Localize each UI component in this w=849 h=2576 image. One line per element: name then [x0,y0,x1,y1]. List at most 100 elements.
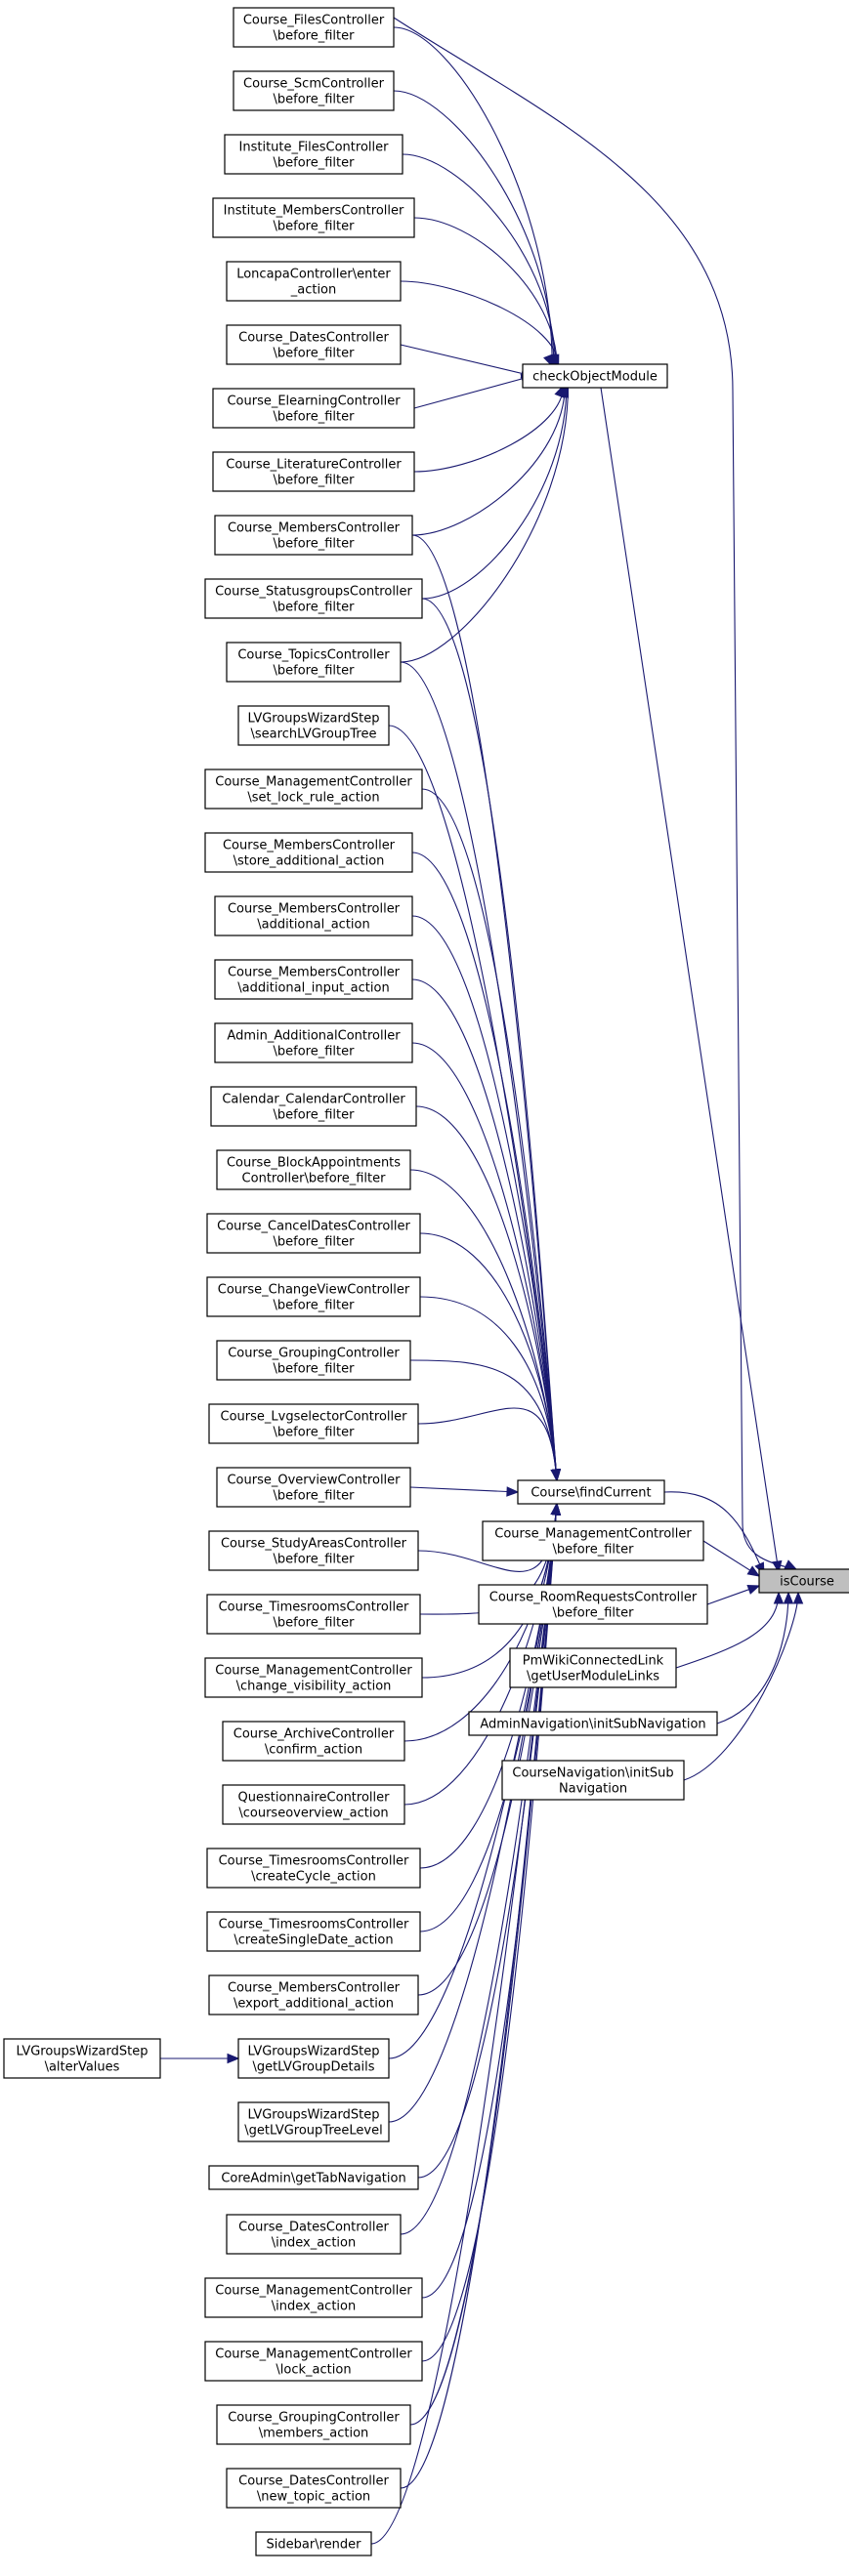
node-label: LoncapaController\enter [236,268,391,282]
node-n_loncapa[interactable]: LoncapaController\enter_action [226,261,402,302]
edge-n_mgmt_lock-to-findCurrent [421,1502,562,2362]
node-n_dates_newtopic[interactable]: Course_DatesController\new_topic_action [226,2468,402,2509]
node-n_archive[interactable]: Course_ArchiveController\confirm_action [222,1721,405,1762]
node-label: \before_filter [274,347,356,361]
node-n_members_store[interactable]: Course_MembersController\store_additiona… [204,832,413,873]
node-label: CourseNavigation\initSub [512,1766,673,1781]
edge-n_block-to-findCurrent [409,1169,562,1482]
node-n_members[interactable]: Course_MembersController\before_filter [214,515,413,556]
node-n_mgmt_bf[interactable]: Course_ManagementController\before_filte… [482,1520,704,1561]
node-n_mgmt_visibility[interactable]: Course_ManagementController\change_visib… [204,1657,423,1698]
node-label: \searchLVGroupTree [251,727,377,742]
node-label: \before_filter [274,1616,356,1631]
node-n_mgmt_lock_rule[interactable]: Course_ManagementController\set_lock_rul… [204,769,423,810]
node-label: \before_filter [274,1299,356,1313]
node-label: Course_LvgselectorController [221,1410,408,1425]
node-n_tr_cycle[interactable]: Course_TimesroomsController\createCycle_… [206,1848,421,1889]
edge-n_overview-to-findCurrent [409,1486,520,1497]
node-n_alter[interactable]: LVGroupsWizardStep\alterValues [3,2038,161,2079]
node-label: Course_GroupingController [228,2411,400,2426]
node-checkObjectModule[interactable]: checkObjectModule [522,363,668,389]
edge-n_topics-to-findCurrent [400,661,562,1482]
node-n_mgmt_index[interactable]: Course_ManagementController\index_action [204,2277,423,2318]
node-label: \alterValues [45,2060,120,2075]
node-n_topics[interactable]: Course_TopicsController\before_filter [226,642,402,683]
node-n_dates[interactable]: Course_DatesController\before_filter [226,324,402,365]
call-nodes: isCourse checkObjectModuleCourse\findCurr… [3,7,849,2556]
edge-n_adminnav-to-isCourse [716,1591,794,1724]
node-label: Course_DatesController [238,331,389,346]
node-label: LVGroupsWizardStep [248,2045,380,2059]
node-label: \new_topic_action [257,2490,370,2505]
node-label: \before_filter [274,1045,356,1059]
node-n_lvgselector[interactable]: Course_LvgselectorController\before_filt… [208,1403,419,1444]
edge-n_literature-to-checkObjectModule [413,384,565,473]
node-label: \set_lock_rule_action [247,791,379,806]
node-n_changeview[interactable]: Course_ChangeViewController\before_filte… [206,1276,421,1317]
node-n_dates_index[interactable]: Course_DatesController\index_action [226,2214,402,2255]
edge-n_alter-to-n_lvdetails [160,2053,240,2064]
node-isCourse[interactable]: isCourse [758,1568,849,1594]
node-label: \before_filter [274,1235,356,1250]
edge-n_topics-to-checkObjectModule [400,384,570,663]
node-n_overview[interactable]: Course_OverviewController\before_filter [216,1467,411,1508]
node-n_elearning[interactable]: Course_ElearningController\before_filter [212,388,415,429]
node-label: \before_filter [274,93,356,107]
node-label: LVGroupsWizardStep [248,712,380,727]
node-n_instmembers[interactable]: Institute_MembersController\before_filte… [212,197,415,238]
node-label: \additional_action [257,918,369,933]
node-n_grouping[interactable]: Course_GroupingController\before_filter [216,1340,411,1381]
node-n_coursenav[interactable]: CourseNavigation\initSubNavigation [501,1760,685,1801]
node-n_literature[interactable]: Course_LiteratureController\before_filte… [212,451,415,492]
node-label: Course_DatesController [238,2474,389,2489]
node-label: _action [290,283,337,298]
node-n_mgmt_lock[interactable]: Course_ManagementController\lock_action [204,2341,423,2382]
node-n_lvtree[interactable]: LVGroupsWizardStep\getLVGroupTreeLevel [237,2101,390,2142]
node-label: \before_filter [553,1606,635,1621]
node-label: \before_filter [274,1489,356,1504]
node-n_canceldates[interactable]: Course_CancelDatesController\before_filt… [206,1213,421,1254]
node-findCurrent[interactable]: Course\findCurrent [517,1479,665,1505]
node-label: Course_MembersController [223,839,396,853]
node-n_studyareas[interactable]: Course_StudyAreasController\before_filte… [208,1530,419,1571]
node-n_block[interactable]: Course_BlockAppointmentsController\befor… [216,1149,411,1190]
node-n_instfiles[interactable]: Institute_FilesController\before_filter [224,134,403,175]
node-n_files[interactable]: Course_FilesController\before_filter [233,7,395,48]
node-n_sidebar[interactable]: Sidebar\render [255,2531,372,2556]
edge-n_roomrequests-to-isCourse [706,1584,761,1605]
node-label: \getUserModuleLinks [527,1670,659,1684]
node-label: Course_ScmController [243,77,385,92]
node-n_members_export[interactable]: Course_MembersController\export_addition… [208,1974,419,2015]
node-n_grouping_members[interactable]: Course_GroupingController\members_action [216,2404,411,2445]
node-n_lvsearch[interactable]: LVGroupsWizardStep\searchLVGroupTree [237,705,390,746]
node-label: Course_DatesController [238,2221,389,2235]
node-n_coreadmin[interactable]: CoreAdmin\getTabNavigation [208,2165,419,2190]
node-n_pmwiki[interactable]: PmWikiConnectedLink\getUserModuleLinks [509,1647,677,1688]
node-label: AdminNavigation\initSubNavigation [480,1718,705,1732]
node-label: \before_filter [274,664,356,679]
node-label: Course_TimesroomsController [219,1918,409,1932]
edge-n_files-to-isCourse [393,17,798,1570]
node-n_admin_additional[interactable]: Admin_AdditionalController\before_filter [214,1022,413,1063]
node-n_adminnav[interactable]: AdminNavigation\initSubNavigation [468,1711,718,1736]
node-n_timesrooms[interactable]: Course_TimesroomsController\before_filte… [206,1594,421,1635]
node-label: \index_action [272,2300,356,2314]
node-n_scm[interactable]: Course_ScmController\before_filter [233,70,395,111]
node-label: \before_filter [274,1362,356,1377]
node-n_lvdetails[interactable]: LVGroupsWizardStep\getLVGroupDetails [237,2038,390,2079]
node-label: \createSingleDate_action [233,1933,393,1948]
node-label: Calendar_CalendarController [222,1093,405,1107]
node-n_questionnaire[interactable]: QuestionnaireController\courseoverview_a… [222,1784,405,1825]
node-n_calendar[interactable]: Calendar_CalendarController\before_filte… [210,1086,417,1127]
node-n_tr_single[interactable]: Course_TimesroomsController\createSingle… [206,1911,421,1952]
node-n_members_additional[interactable]: Course_MembersController\additional_acti… [214,895,413,936]
edge-n_instfiles-to-checkObjectModule [402,153,557,368]
edge-n_members-to-findCurrent [411,534,562,1482]
node-n_roomrequests[interactable]: Course_RoomRequestsController\before_fil… [478,1584,708,1625]
node-n_members_additional_input[interactable]: Course_MembersController\additional_inpu… [214,959,413,1000]
node-label: CoreAdmin\getTabNavigation [221,2172,405,2186]
node-label: \change_visibility_action [236,1680,392,1694]
edge-n_files-to-checkObjectModule [393,26,553,368]
node-n_statusgroups[interactable]: Course_StatusgroupsController\before_fil… [204,578,423,619]
